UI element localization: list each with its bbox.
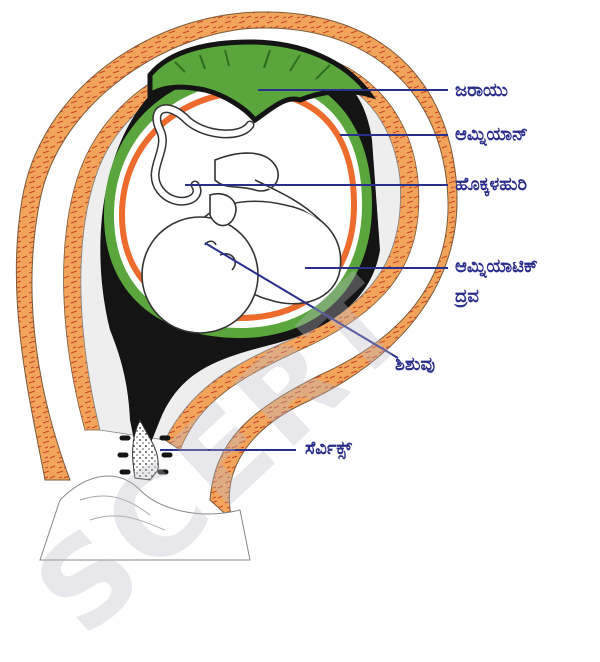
label-amniotic-fluid-line2: ದ್ರವ xyxy=(455,284,479,310)
label-amniotic-fluid-line1: ಆಮ್ನಿಯಾಟಿಕ್ xyxy=(455,254,538,280)
label-fetus: ಶಿಶುವು xyxy=(395,352,435,378)
label-cervix: ಸೆರ್ವಿಕ್ಸ್ xyxy=(305,436,352,462)
label-umbilical-cord: ಹೊಕ್ಕಳಹುರಿ xyxy=(455,172,527,198)
uterus-diagram xyxy=(0,0,600,562)
label-placenta: ಜರಾಯು xyxy=(455,78,508,104)
label-amnion: ಆಮ್ನಿಯಾನ್ xyxy=(455,122,528,148)
